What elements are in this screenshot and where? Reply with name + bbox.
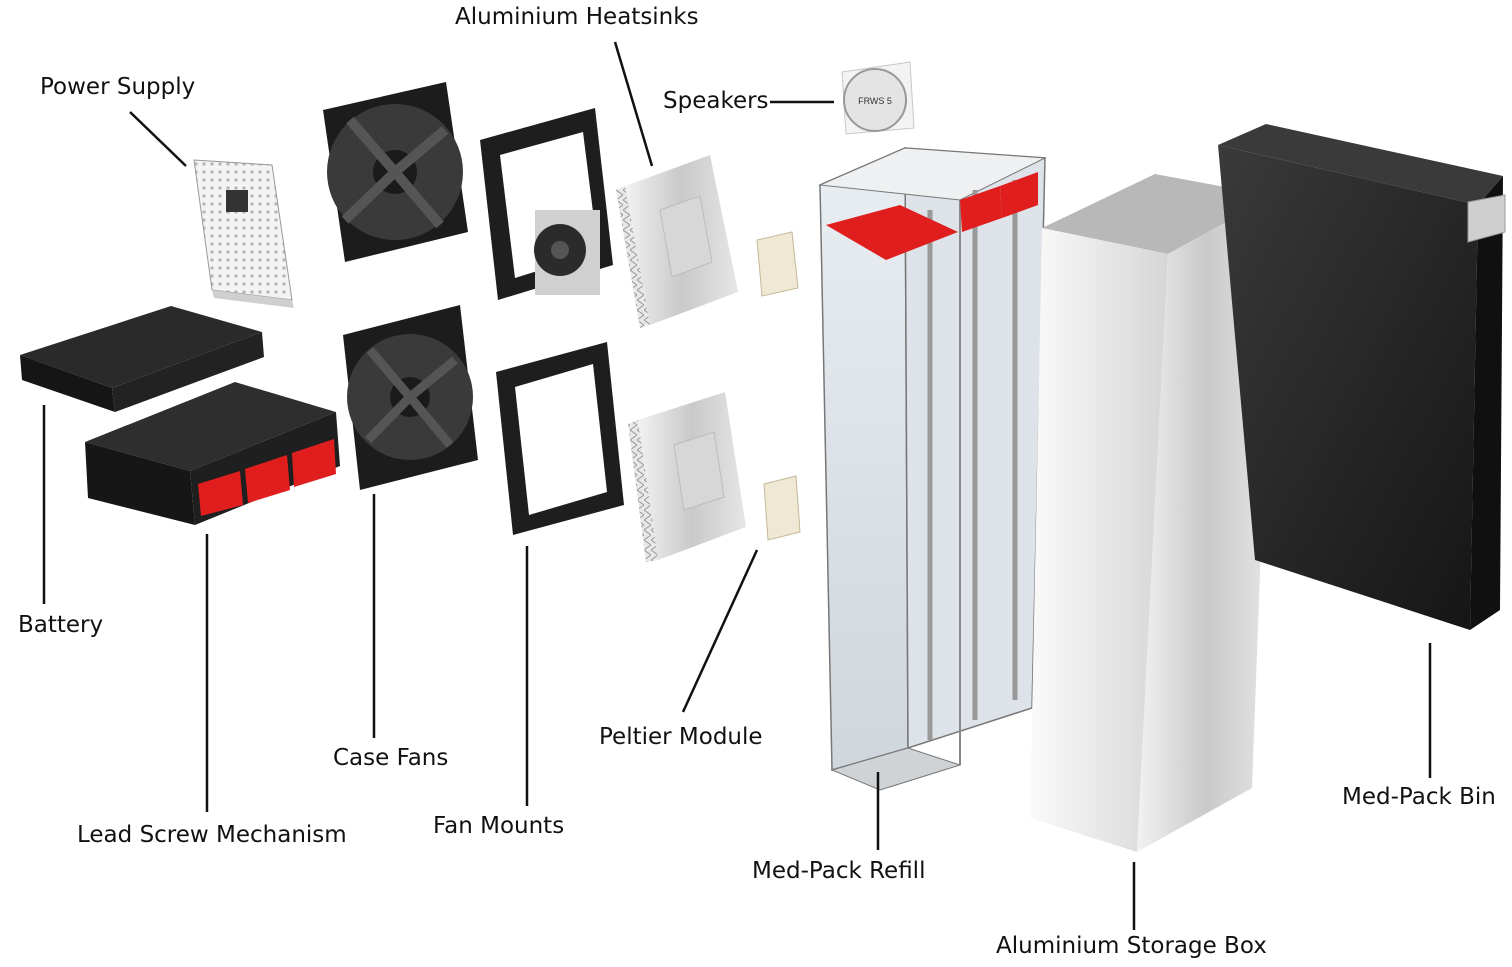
med-pack-bin-label: Med-Pack Bin bbox=[1342, 784, 1496, 810]
lead-screw-mechanism-part bbox=[85, 382, 340, 525]
lead-screw-mechanism-label: Lead Screw Mechanism bbox=[77, 822, 347, 848]
aluminium-storage-box-part bbox=[1030, 174, 1274, 852]
case-fan-bottom-part bbox=[343, 305, 478, 490]
power-supply-label: Power Supply bbox=[40, 74, 196, 100]
leader-lines bbox=[42, 41, 1432, 930]
power-supply-part bbox=[193, 159, 294, 308]
heatsink-bottom-part bbox=[628, 392, 746, 562]
battery-label: Battery bbox=[18, 612, 104, 638]
case-fans-label: Case Fans bbox=[333, 745, 449, 771]
med-pack-refill-label: Med-Pack Refill bbox=[752, 858, 926, 884]
med-pack-bin-part bbox=[1218, 124, 1506, 630]
speaker-part: FRWS 5 bbox=[841, 61, 915, 135]
peltier-module-label: Peltier Module bbox=[599, 724, 763, 750]
peltier-module-part bbox=[756, 231, 801, 541]
case-fan-top-part bbox=[323, 82, 468, 262]
speaker-marking-text: FRWS 5 bbox=[858, 96, 892, 106]
fan-mounts-label: Fan Mounts bbox=[433, 813, 565, 839]
aluminium-heatsinks-label: Aluminium Heatsinks bbox=[455, 4, 699, 30]
med-pack-refill-part bbox=[818, 146, 1047, 791]
aluminium-storage-box-label: Aluminium Storage Box bbox=[996, 933, 1267, 959]
fan-mount-bottom-part bbox=[496, 342, 624, 535]
heatsink-top-part bbox=[616, 155, 738, 328]
battery-part bbox=[20, 306, 264, 412]
speakers-label: Speakers bbox=[663, 88, 769, 114]
fan-mount-top-part bbox=[480, 108, 613, 300]
